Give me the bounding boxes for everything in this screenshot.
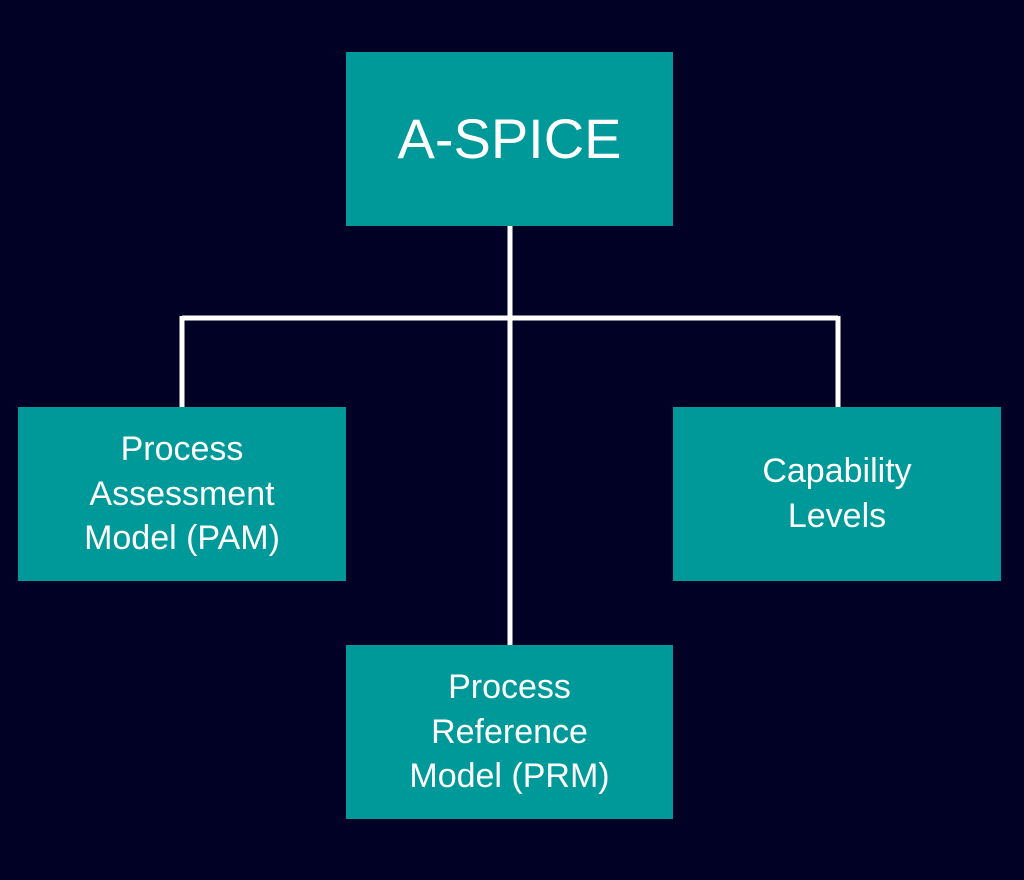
root-node-label: A-SPICE: [397, 107, 622, 171]
node-prm-text: Process Reference Model (PRM): [409, 665, 609, 800]
node-prm-line-1: Process: [448, 667, 571, 706]
node-cap-text: Capability Levels: [762, 449, 911, 539]
node-pam-line-1: Process: [120, 429, 244, 468]
root-node-aspice: A-SPICE: [346, 52, 673, 226]
node-pam-line-3: Model (PAM): [84, 519, 280, 558]
node-prm-line-3: Model (PRM): [409, 757, 610, 796]
node-process-reference-model: Process Reference Model (PRM): [346, 645, 673, 819]
node-capability-levels: Capability Levels: [673, 407, 1001, 581]
node-pam-text: Process Assessment Model (PAM): [84, 427, 280, 562]
node-process-assessment-model: Process Assessment Model (PAM): [18, 407, 346, 581]
node-cap-line-2: Levels: [787, 497, 887, 535]
node-pam-line-2: Assessment: [89, 474, 275, 513]
node-prm-line-2: Reference: [431, 712, 588, 751]
node-cap-line-1: Capability: [762, 452, 912, 491]
